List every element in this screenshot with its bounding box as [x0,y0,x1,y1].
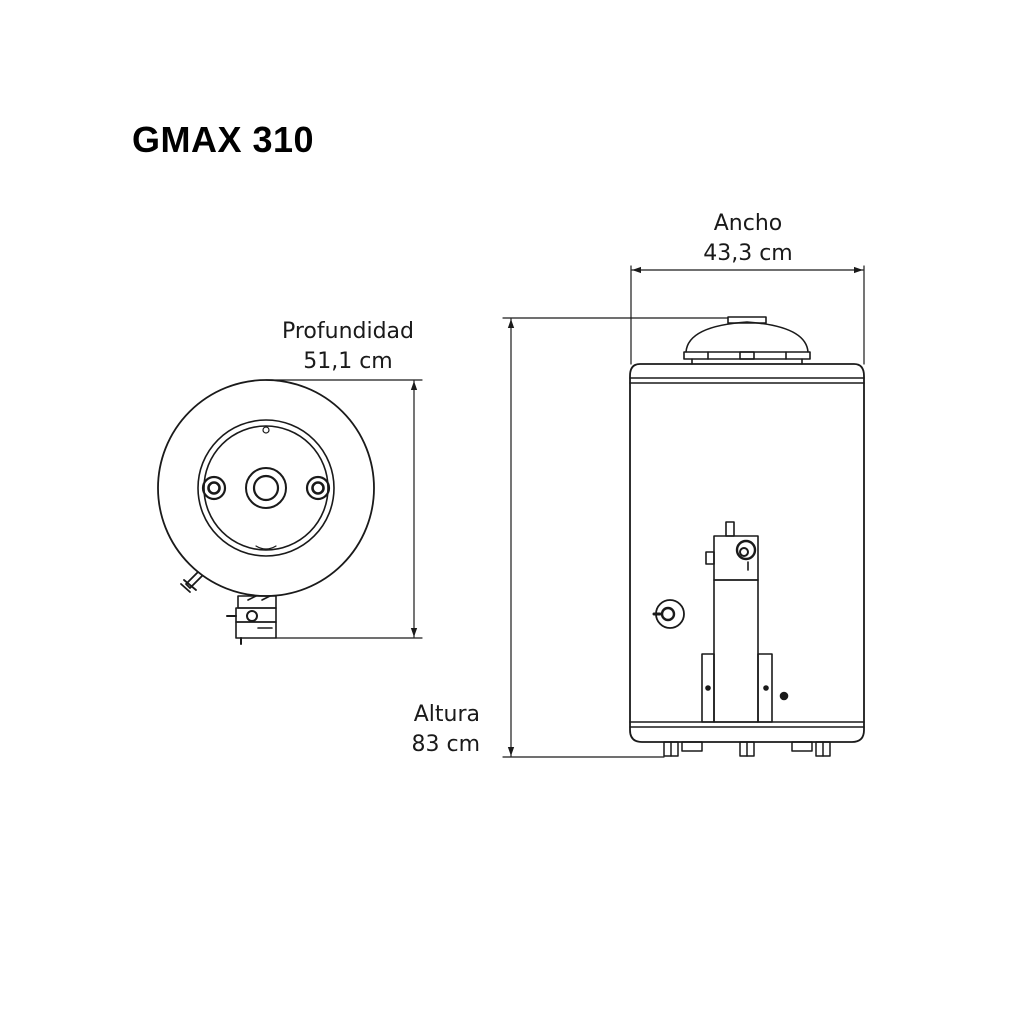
depth-value: 51,1 cm [303,349,393,374]
width-value: 43,3 cm [703,241,793,266]
depth-dimension: Profundidad 51,1 cm [248,317,448,377]
tank-inner-ring-2 [203,425,329,551]
width-dimension-lines [630,265,865,365]
height-label: Altura [413,702,480,727]
top-view [157,379,375,645]
flue-outlet-inner [252,474,280,502]
flue-outlet-outer [245,467,287,509]
bottom-fittings [663,741,831,757]
width-label: Ancho [713,211,783,236]
gas-control-top-view [226,595,277,645]
tank-inner-ring [197,419,335,557]
height-dimension-lines [502,317,729,758]
right-connector-icon [305,475,331,501]
tank-body [629,363,865,743]
height-dimension: Altura 83 cm [330,700,480,760]
left-connector-icon [201,475,227,501]
gas-control-front [701,521,773,723]
tank-outer-ring [157,379,375,597]
relief-valve-icon [652,599,685,629]
drain-valve-icon [180,571,203,593]
draft-hood-icon [683,316,811,365]
front-view [629,316,865,757]
depth-label: Profundidad [281,319,415,344]
product-title: GMAX 310 [132,119,315,160]
depth-dimension-lines [265,379,423,639]
height-value: 83 cm [411,732,480,757]
width-dimension: Ancho 43,3 cm [648,209,848,269]
